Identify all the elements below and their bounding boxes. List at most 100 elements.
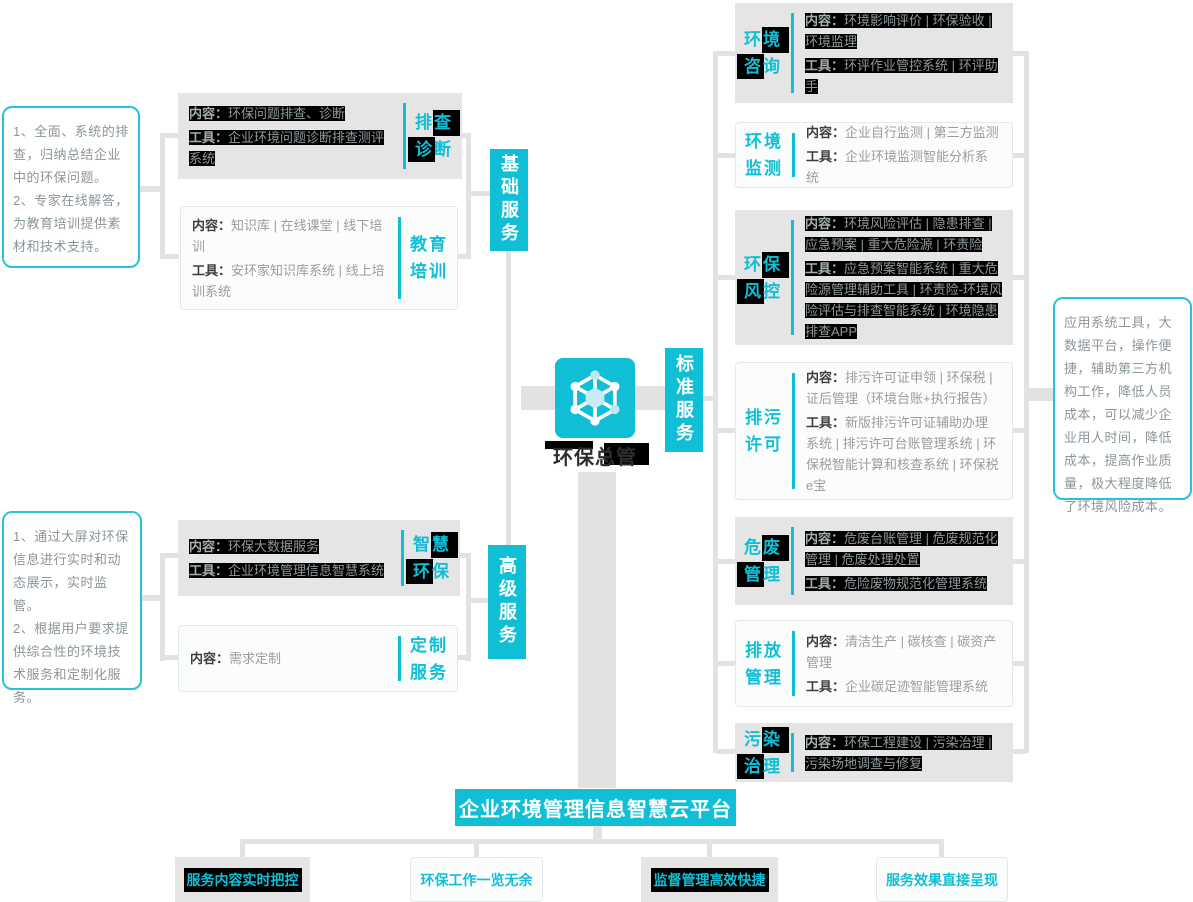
content-label: 工具： bbox=[806, 414, 846, 430]
connector bbox=[1013, 51, 1026, 56]
label-divider bbox=[791, 733, 794, 772]
service-box-education-training: 内容：知识库 | 在线课堂 | 线下培训 工具：安环家知识库系统 | 线上培训系… bbox=[180, 206, 458, 310]
service-box-inspection-diagnosis: 内容：环保问题排查、诊断 工具：企业环境问题诊断排查测评系统 排查诊断 bbox=[178, 93, 462, 179]
label-divider bbox=[398, 217, 401, 299]
service-label: 智慧环保 bbox=[404, 531, 460, 585]
service-content: 内容：知识库 | 在线课堂 | 线下培训 工具：安环家知识库系统 | 线上培训系… bbox=[181, 205, 398, 312]
service-box-discharge-permit: 排污许可 内容：排污许可证申领 | 环保税 | 证后管理（环境台账+执行报告） … bbox=[735, 362, 1013, 500]
content-value: 清洁生产 | 碳核查 | 碳资产管理 bbox=[806, 633, 997, 670]
label-divider bbox=[401, 530, 404, 586]
note-text: 1、全面、系统的排查，归纳总结企业中的环保问题。 bbox=[13, 124, 129, 185]
connector bbox=[506, 250, 511, 547]
connector bbox=[578, 472, 616, 788]
connector bbox=[160, 133, 165, 259]
connector bbox=[1013, 428, 1026, 433]
connector bbox=[716, 428, 735, 433]
connector bbox=[240, 839, 245, 857]
connector bbox=[1013, 153, 1026, 158]
hub-title: 环保总管 bbox=[535, 441, 655, 470]
label-divider bbox=[791, 527, 794, 595]
connector bbox=[593, 823, 602, 841]
note-text: 2、专家在线解答，为教育培训提供素材和技术支持。 bbox=[13, 193, 129, 254]
content-value: 环保大数据服务 bbox=[228, 538, 320, 554]
service-box-ep-risk-control: 环保风控 内容：环境风险评估 | 隐患排查 | 应急预案 | 重大危险源 | 环… bbox=[735, 210, 1013, 345]
content-label: 工具： bbox=[805, 261, 845, 276]
service-box-environmental-monitoring: 环境监测 内容：企业自行监测 | 第三方监测 工具：企业环境监测智能分析系统 bbox=[735, 122, 1013, 188]
service-label: 环境监测 bbox=[745, 132, 783, 178]
content-label: 内容： bbox=[806, 633, 846, 649]
note-text: 1、通过大屏对环保信息进行实时和动态展示，实时监管。 bbox=[13, 529, 129, 613]
content-value: 环保问题排查、诊断 bbox=[228, 106, 346, 121]
service-content: 内容：清洁生产 | 碳核查 | 碳资产管理 工具：企业碳足迹智能管理系统 bbox=[795, 621, 1012, 707]
label-divider bbox=[792, 133, 795, 177]
connector bbox=[635, 386, 665, 410]
connector bbox=[1013, 275, 1026, 280]
content-value: 排污许可证申领 | 环保税 | 证后管理（环境台账+执行报告） bbox=[806, 369, 996, 406]
service-box-smart-ep: 内容：环保大数据服务 工具：企业环境管理信息智慧系统 智慧环保 bbox=[178, 520, 460, 596]
content-label: 内容： bbox=[805, 216, 845, 231]
note-basic-services: 1、全面、系统的排查，归纳总结企业中的环保问题。 2、专家在线解答，为教育培训提… bbox=[2, 106, 140, 268]
connector bbox=[716, 153, 735, 158]
content-value: 需求定制 bbox=[229, 651, 282, 666]
connector bbox=[458, 655, 468, 660]
connector bbox=[466, 133, 471, 259]
service-content: 内容：排污许可证申领 | 环保税 | 证后管理（环境台账+执行报告） 工具：新版… bbox=[795, 357, 1012, 506]
label-divider bbox=[792, 631, 795, 696]
connector bbox=[1013, 661, 1026, 666]
label-divider bbox=[403, 103, 406, 169]
content-label: 工具： bbox=[189, 562, 229, 578]
connector bbox=[469, 598, 488, 603]
service-content: 内容：环境影响评价 | 环保验收 | 环境监理 工具：环评作业管控系统 | 环评… bbox=[794, 0, 1013, 107]
content-label: 内容： bbox=[805, 531, 845, 546]
connector bbox=[466, 553, 471, 661]
content-label: 内容： bbox=[190, 651, 230, 666]
content-label: 工具： bbox=[805, 57, 845, 73]
connector bbox=[1027, 388, 1055, 401]
feature-item: 服务内容实时把控 bbox=[175, 857, 310, 902]
service-box-hazardous-waste-management: 危废管理 内容：危废台账管理 | 危废规范化管理 | 危废处理处置 工具：危险废… bbox=[735, 517, 1013, 605]
connector bbox=[140, 186, 164, 192]
connector bbox=[165, 553, 178, 558]
note-text: 2、根据用户要求提供综合性的环境技术服务和定制化服务。 bbox=[13, 621, 129, 705]
service-content: 内容：环保大数据服务 工具：企业环境管理信息智慧系统 bbox=[178, 526, 401, 591]
connector bbox=[457, 254, 468, 259]
hexagon-network-icon bbox=[570, 370, 620, 426]
service-content: 内容：环境风险评估 | 隐患排查 | 应急预案 | 重大危险源 | 环责险 工具… bbox=[794, 203, 1013, 352]
service-box-pollution-treatment: 污染治理 内容：环保工程建设 | 污染治理 | 污染场地调查与修复 bbox=[735, 723, 1013, 782]
central-hub bbox=[555, 358, 635, 438]
label-divider bbox=[792, 373, 795, 489]
connector bbox=[939, 839, 944, 857]
content-label: 内容： bbox=[192, 217, 232, 233]
service-box-environmental-consulting: 环境咨询 内容：环境影响评价 | 环保验收 | 环境监理 工具：环评作业管控系统… bbox=[735, 3, 1013, 103]
service-label: 危废管理 bbox=[735, 534, 791, 588]
connector bbox=[460, 553, 468, 558]
service-label: 环境咨询 bbox=[735, 26, 791, 80]
connector bbox=[460, 133, 468, 138]
connector bbox=[703, 396, 717, 401]
connector bbox=[165, 254, 179, 259]
service-box-emission-management: 排放管理 内容：清洁生产 | 碳核查 | 碳资产管理 工具：企业碳足迹智能管理系… bbox=[735, 620, 1013, 707]
service-label: 污染治理 bbox=[735, 726, 791, 780]
note-advanced-services: 1、通过大屏对环保信息进行实时和动态展示，实时监管。 2、根据用户要求提供综合性… bbox=[2, 511, 142, 705]
branch-label-standard-services: 标准服务 bbox=[665, 348, 703, 452]
service-label: 环保风控 bbox=[735, 251, 791, 305]
connector bbox=[240, 839, 944, 844]
label-divider bbox=[791, 13, 794, 93]
connector bbox=[716, 559, 735, 564]
connector bbox=[716, 749, 735, 754]
connector bbox=[1013, 559, 1026, 564]
feature-item: 监督管理高效快捷 bbox=[641, 857, 778, 902]
content-label: 工具： bbox=[806, 149, 846, 164]
service-label: 排污许可 bbox=[745, 408, 783, 454]
connector bbox=[707, 839, 712, 857]
content-label: 内容： bbox=[806, 369, 846, 385]
service-box-custom-service: 内容：需求定制 定制服务 bbox=[178, 625, 458, 692]
content-value: 企业碳足迹智能管理系统 bbox=[845, 678, 989, 694]
content-label: 内容： bbox=[189, 106, 229, 121]
connector bbox=[165, 133, 179, 138]
content-value: 企业自行监测 | 第三方监测 bbox=[845, 125, 999, 140]
label-divider bbox=[791, 220, 794, 335]
service-content: 内容：需求定制 bbox=[179, 638, 398, 679]
content-value: 危险废物规范化管理系统 bbox=[844, 576, 988, 591]
